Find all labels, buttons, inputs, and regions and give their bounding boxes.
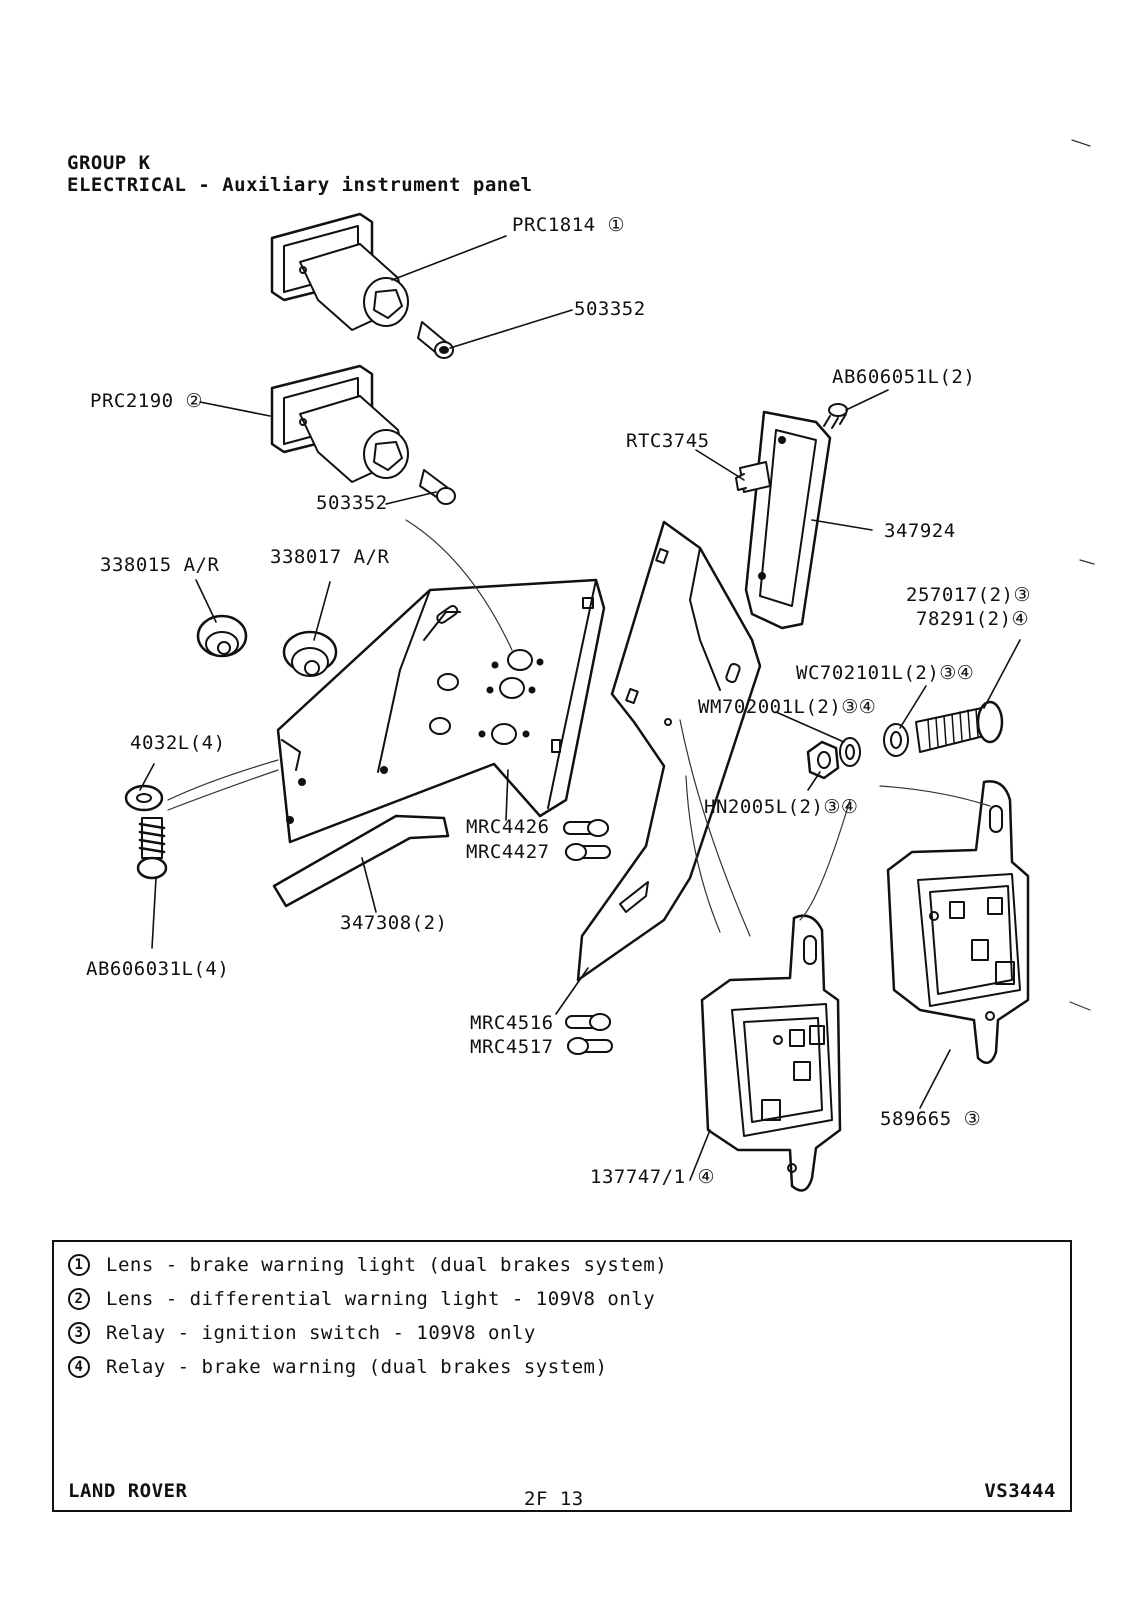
section-heading: ELECTRICAL - Auxiliary instrument panel [67,174,533,196]
footer-brand: LAND ROVER [68,1480,188,1502]
label-137747: 137747/1 ④ [590,1166,715,1188]
clip-mrc4426 [563,819,609,837]
grommet-338015 [196,614,248,658]
bulb-503352-b [419,469,456,505]
legend-text-3: Relay - ignition switch - 109V8 only [106,1322,536,1344]
relay-137747 [700,914,842,1192]
label-prc2190: PRC2190 ② [90,390,204,412]
legend-number-3: 3 [68,1322,90,1344]
label-503352-a: 503352 [574,298,646,320]
label-wc702101l: WC702101L(2)③④ [796,662,975,684]
footer-page: 2F 13 [524,1488,584,1510]
label-338015: 338015 A/R [100,554,220,576]
label-mrc4517: MRC4517 [470,1036,554,1058]
grommet-338017 [282,630,338,677]
legend-number-4: 4 [68,1356,90,1378]
bracket-mrc4516 [576,520,762,982]
label-338017: 338017 A/R [270,546,390,568]
nut-hn2005l [806,740,840,780]
wiring [167,139,1095,1011]
label-mrc4426: MRC4426 [466,816,550,838]
label-4032l: 4032L(4) [130,732,226,754]
label-hn2005l: HN2005L(2)③④ [704,796,859,818]
label-wm702001l: WM702001L(2)③④ [698,696,877,718]
footer-ref: VS3444 [984,1480,1056,1502]
label-ab606051l: AB606051L(2) [832,366,976,388]
legend-row-3: 3 Relay - ignition switch - 109V8 only [68,1322,536,1344]
legend-row-2: 2 Lens - differential warning light - 10… [68,1288,655,1310]
lens-prc2190 [270,364,409,483]
label-prc1814: PRC1814 ① [512,214,626,236]
label-ab606031l: AB606031L(4) [86,958,230,980]
legend-number-2: 2 [68,1288,90,1310]
clip-mrc4427 [565,843,611,861]
label-589665: 589665 ③ [880,1108,982,1130]
relay-589665 [886,780,1030,1065]
clip-mrc4516 [565,1013,611,1031]
lens-prc1814 [270,212,409,331]
legend-text-4: Relay - brake warning (dual brakes syste… [106,1356,608,1378]
strip-347308 [272,814,450,908]
label-347924: 347924 [884,520,956,542]
washer-wc702101l [883,723,909,757]
bolt-257017 [915,700,1004,753]
plate-347924 [744,410,832,630]
connector-rtc3745 [735,461,771,493]
legend-box: 1 Lens - brake warning light (dual brake… [52,1240,1072,1512]
legend-text-2: Lens - differential warning light - 109V… [106,1288,656,1310]
label-78291: 78291(2)④ [916,608,1030,630]
label-mrc4427: MRC4427 [466,841,550,863]
screw-ab606031l [136,817,168,880]
legend-number-1: 1 [68,1254,90,1276]
clip-mrc4517 [567,1037,613,1055]
washer-wm702001l [839,737,861,767]
label-503352-b: 503352 [316,492,388,514]
bracket-mrc4426 [276,578,606,844]
screw-ab606051l [823,403,848,429]
legend-text-1: Lens - brake warning light (dual brakes … [106,1254,668,1276]
label-347308: 347308(2) [340,912,448,934]
legend-row-1: 1 Lens - brake warning light (dual brake… [68,1254,667,1276]
label-257017: 257017(2)③ [906,584,1031,606]
group-heading: GROUP K [67,152,151,174]
label-mrc4516: MRC4516 [470,1012,554,1034]
legend-row-4: 4 Relay - brake warning (dual brakes sys… [68,1356,607,1378]
bulb-503352-a [417,321,454,359]
washer-4032l [124,784,164,812]
leader-lines [139,235,1021,1181]
label-rtc3745: RTC3745 [626,430,710,452]
